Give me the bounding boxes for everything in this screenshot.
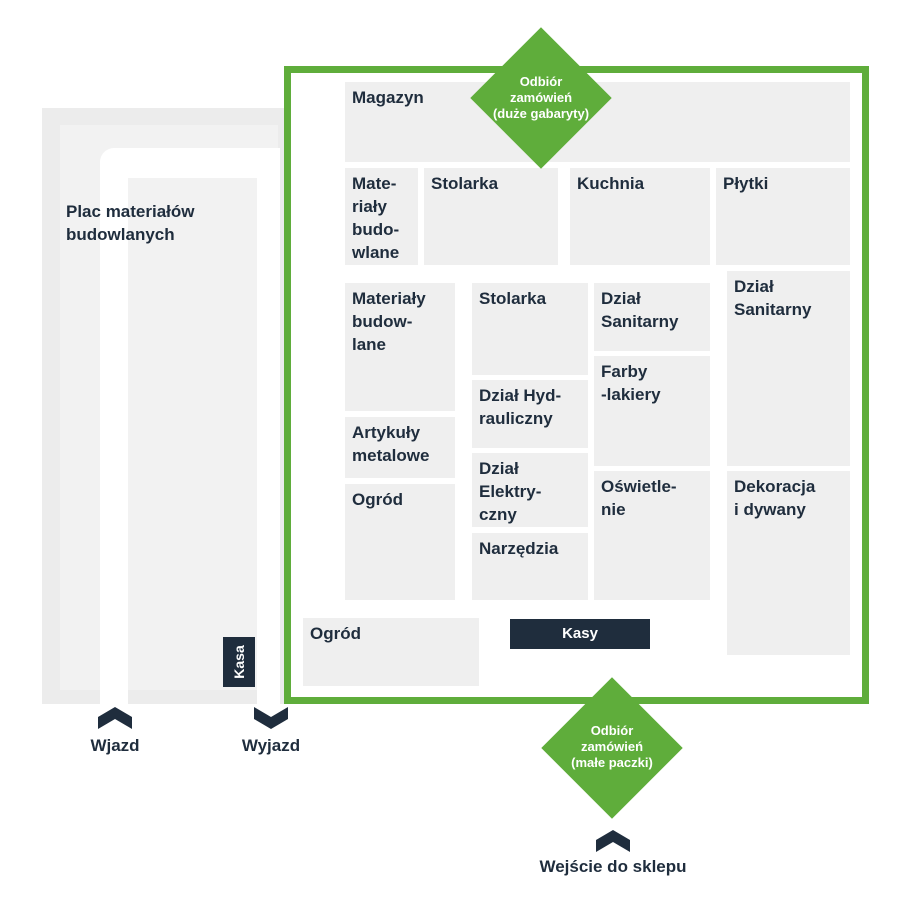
zone-elektryka: Dział Elektry- czny bbox=[472, 453, 588, 527]
store-entrance-label: Wejście do sklepu bbox=[539, 857, 687, 876]
entrance-wjazd-label: Wjazd bbox=[90, 736, 140, 755]
lot-cashier: Kasa bbox=[223, 637, 255, 687]
zone-dzial-sanitarny-1: Dział Sanitarny bbox=[594, 283, 710, 351]
zone-farby: Farby -lakiery bbox=[594, 356, 710, 466]
zone-hydraulika: Dział Hyd- rauliczny bbox=[472, 380, 588, 448]
zone-ogrod-2: Ogród bbox=[303, 618, 479, 686]
lot-road-left bbox=[100, 148, 128, 704]
zone-plytki: Płytki bbox=[716, 168, 850, 265]
lot-inner-area bbox=[60, 125, 278, 690]
zone-dekoracja: Dekoracja i dywany bbox=[727, 471, 850, 655]
zone-kuchnia: Kuchnia bbox=[570, 168, 710, 265]
chevron-down-icon bbox=[254, 707, 288, 729]
zone-narzedzia: Narzędzia bbox=[472, 533, 588, 600]
zone-dzial-sanitarny-2: Dział Sanitarny bbox=[727, 271, 850, 466]
zone-oswietlenie: Oświetle- nie bbox=[594, 471, 710, 600]
zone-stolarka-1: Stolarka bbox=[424, 168, 558, 265]
pickup-small-label: Odbiór zamówień (małe paczki) bbox=[571, 723, 653, 770]
zone-artykuly: Artykuły metalowe bbox=[345, 417, 455, 478]
lot-road-right bbox=[257, 148, 280, 704]
lot-road-top bbox=[100, 148, 280, 178]
zone-materialy-1: Mate- riały budo- wlane bbox=[345, 168, 418, 265]
checkout-kasy: Kasy bbox=[510, 619, 650, 649]
pickup-large-label: Odbiór zamówień (duże gabaryty) bbox=[492, 74, 590, 121]
chevron-up-icon bbox=[98, 707, 132, 729]
zone-ogrod-1: Ogród bbox=[345, 484, 455, 600]
store-aisle-left bbox=[300, 80, 340, 100]
lot-cashier-label: Kasa bbox=[231, 645, 247, 679]
chevron-up-icon bbox=[596, 830, 630, 852]
lot-label: Plac materiałów budowlanych bbox=[66, 202, 195, 244]
zone-stolarka-2: Stolarka bbox=[472, 283, 588, 375]
zone-materialy-2: Materiały budow- lane bbox=[345, 283, 455, 411]
entrance-wyjazd-label: Wyjazd bbox=[241, 736, 301, 755]
